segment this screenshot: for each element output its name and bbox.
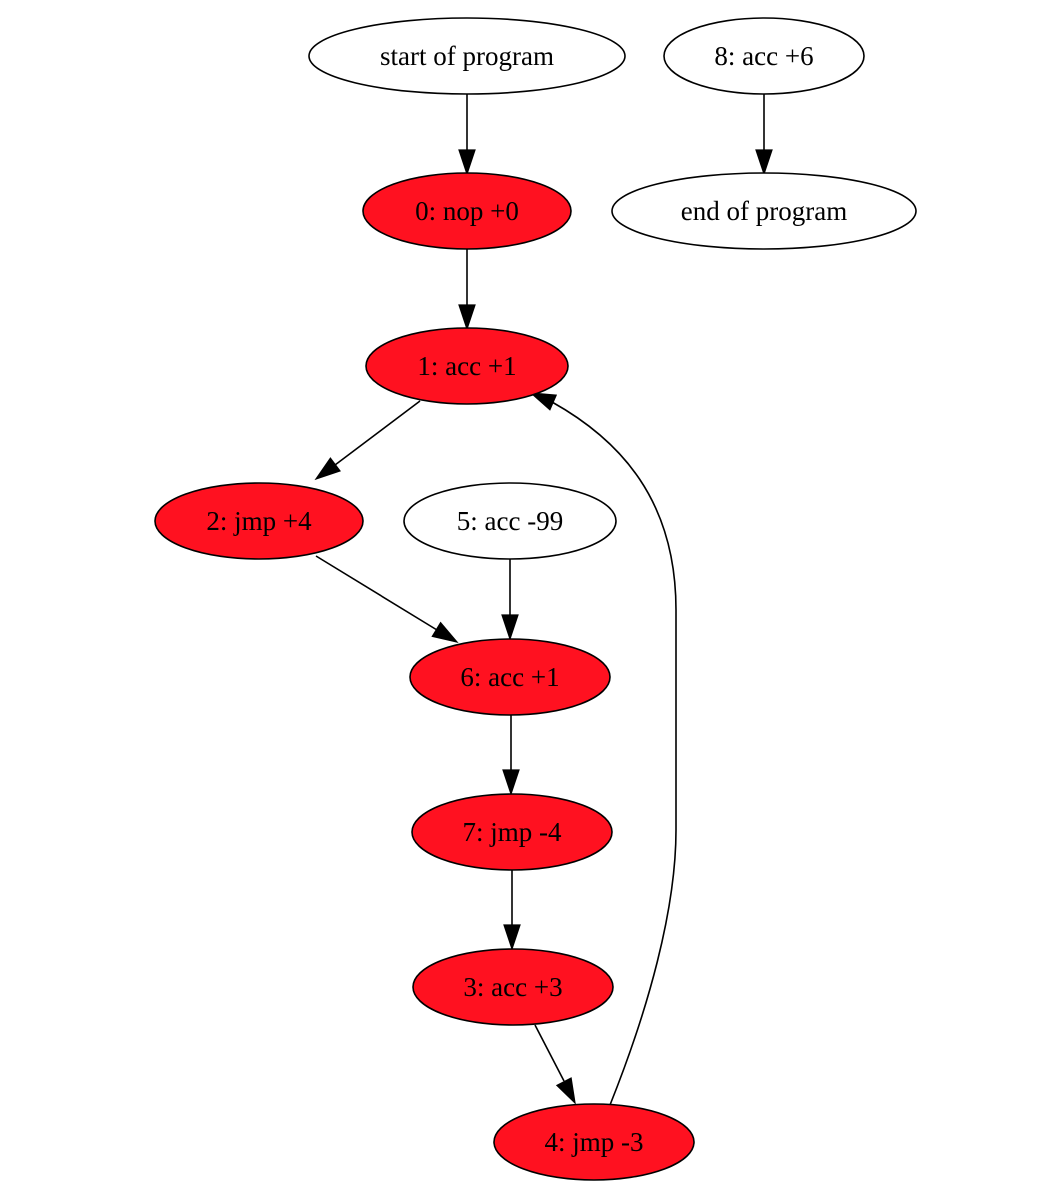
edges-layer <box>314 94 773 1106</box>
edge-n3-to-n4 <box>534 1024 576 1105</box>
edge-n4-to-n1 <box>529 392 677 1106</box>
arrowhead <box>501 614 519 641</box>
node-ellipse <box>409 638 611 716</box>
arrowhead <box>458 149 476 176</box>
node-label: 5: acc -99 <box>457 506 563 536</box>
node-label: 8: acc +6 <box>714 41 813 71</box>
node-n8: 8: acc +6 <box>663 17 865 95</box>
node-start: start of program <box>308 17 626 95</box>
arrowhead <box>314 457 341 481</box>
edge-n6-to-n7 <box>502 715 520 796</box>
edge-n8-to-end <box>755 94 773 176</box>
arrowhead <box>431 621 459 643</box>
node-n7: 7: jmp -4 <box>411 793 613 871</box>
node-label: start of program <box>380 41 554 71</box>
edge-line <box>551 401 677 1106</box>
edge-line <box>534 1024 565 1082</box>
node-label: 6: acc +1 <box>460 662 559 692</box>
edge-n0-to-n1 <box>458 249 476 331</box>
edge-n5-to-n6 <box>501 559 519 641</box>
node-ellipse <box>493 1103 695 1181</box>
node-label: end of program <box>681 196 847 226</box>
node-ellipse <box>611 172 917 250</box>
node-label: 0: nop +0 <box>415 196 519 226</box>
nodes-layer: start of program 8: acc +6 0: nop +0 end of… <box>154 17 917 1181</box>
node-n5: 5: acc -99 <box>403 482 617 560</box>
node-ellipse <box>362 172 572 250</box>
node-ellipse <box>663 17 865 95</box>
edge-n7-to-n3 <box>503 870 521 951</box>
node-ellipse <box>403 482 617 560</box>
node-ellipse <box>411 793 613 871</box>
node-n1: 1: acc +1 <box>365 327 569 405</box>
edge-line <box>315 555 438 631</box>
edge-n1-to-n2 <box>314 400 421 481</box>
arrowhead <box>502 769 520 796</box>
node-label: 7: jmp -4 <box>463 817 562 847</box>
arrowhead <box>503 924 521 951</box>
arrowhead <box>755 149 773 176</box>
node-label: 4: jmp -3 <box>545 1127 644 1157</box>
arrowhead <box>555 1077 576 1105</box>
arrowhead <box>458 304 476 331</box>
node-label: 1: acc +1 <box>417 351 516 381</box>
node-label: 2: jmp +4 <box>206 506 312 536</box>
node-n4: 4: jmp -3 <box>493 1103 695 1181</box>
node-end: end of program <box>611 172 917 250</box>
edge-n2-to-n6 <box>315 555 459 643</box>
node-ellipse <box>308 17 626 95</box>
node-label: 3: acc +3 <box>463 972 562 1002</box>
node-ellipse <box>154 482 364 560</box>
edge-start-to-n0 <box>458 94 476 176</box>
node-n0: 0: nop +0 <box>362 172 572 250</box>
node-n2: 2: jmp +4 <box>154 482 364 560</box>
edge-line <box>334 400 421 466</box>
node-ellipse <box>412 948 614 1026</box>
node-ellipse <box>365 327 569 405</box>
node-n3: 3: acc +3 <box>412 948 614 1026</box>
arrowhead <box>529 392 558 411</box>
node-n6: 6: acc +1 <box>409 638 611 716</box>
